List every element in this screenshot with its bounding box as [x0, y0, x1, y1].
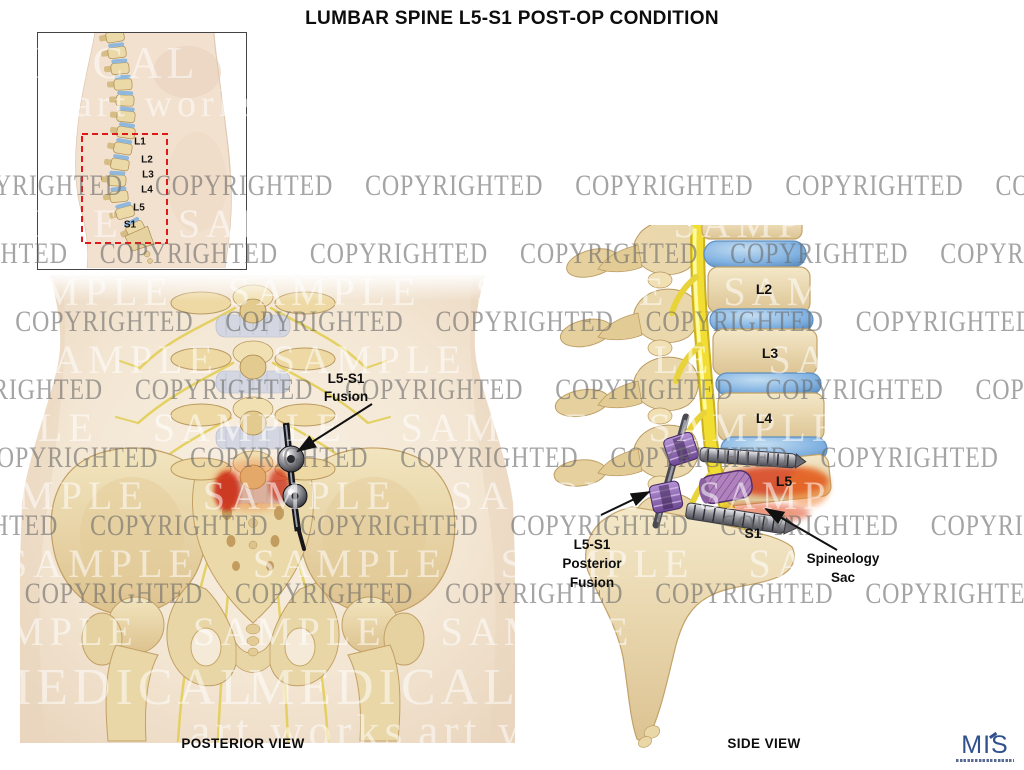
pelvis-ilium: [50, 447, 456, 615]
side-label-l2: L2: [755, 281, 773, 297]
page-title: LUMBAR SPINE L5-S1 POST-OP CONDITION: [305, 8, 719, 29]
watermark-studio-tile: MEDICAL: [248, 659, 520, 716]
watermark-sample-row: SAMPLESAMPLESAMPLESAMPLESAMPLESAMPLE: [25, 337, 1024, 382]
sacrum: [192, 472, 314, 624]
fusion-rod: [652, 413, 690, 529]
watermark-studio-tile: MEDICAL: [0, 37, 200, 88]
watermark-copyrighted-row: COPYRIGHTEDCOPYRIGHTEDCOPYRIGHTEDCOPYRIG…: [0, 373, 1024, 406]
pelvis-lower: [81, 582, 425, 742]
side-view-illustration: [553, 225, 832, 748]
watermark-copyrighted-row: COPYRIGHTEDCOPYRIGHTEDCOPYRIGHTEDCOPYRIG…: [0, 441, 999, 474]
transverse-processes: [553, 248, 618, 487]
annotation-line: Sac: [830, 570, 856, 585]
watermark-sample-row: SAMPLESAMPLESAMPLESAMPLESAMPLESAMPLE: [0, 609, 1024, 654]
posterior-view-caption: POSTERIOR VIEW: [181, 736, 305, 751]
inset-label-l3: L3: [142, 169, 154, 181]
annotation-line: Fusion: [323, 389, 369, 404]
annotation-line: L5-S1: [573, 537, 611, 552]
watermark-sample-row: SAMPLESAMPLESAMPLESAMPLESAMPLESAMPLE: [0, 405, 1024, 450]
watermark-copyrighted-row: COPYRIGHTEDCOPYRIGHTEDCOPYRIGHTEDCOPYRIG…: [0, 509, 1024, 542]
lumbar-column: [170, 284, 336, 504]
arrow-spineology-sac: [764, 507, 838, 551]
inset-torso: [75, 32, 232, 268]
posterior-view-illustration: [20, 273, 515, 743]
side-view-caption: SIDE VIEW: [727, 736, 801, 751]
watermark-studio-tile: art works: [75, 83, 263, 125]
inset-lateral-overview: [75, 32, 232, 268]
side-label-s1: S1: [744, 525, 762, 541]
watermark-studio-tile: MEDICAL: [0, 659, 257, 716]
annotation-line: L5-S1: [327, 371, 365, 386]
posterior-elements: [597, 225, 699, 548]
inset-label-l5: L5: [133, 202, 145, 214]
inset-frame: [37, 32, 247, 270]
inset-label-l2: L2: [141, 154, 153, 166]
annotation-posterior-fusion: L5-S1 Fusion: [324, 370, 368, 406]
watermark-sample-row: SAMPLESAMPLESAMPLESAMPLESAMPLESAMPLE: [0, 473, 1024, 518]
nerve-web: [80, 306, 426, 743]
annotation-line: Spineology: [806, 551, 880, 566]
vertebral-bodies: [701, 225, 832, 507]
side-label-l3: L3: [761, 345, 779, 361]
inset-label-s1: S1: [123, 219, 137, 231]
spinal-cord: [669, 225, 754, 551]
annotation-spineology-sac: Spineology Sac: [807, 549, 880, 587]
spineology-sac-implant: [698, 469, 753, 505]
inset-label-l1: L1: [134, 136, 146, 148]
annotation-side-fusion: L5-S1 Posterior Fusion: [562, 535, 621, 592]
inset-label-l4: L4: [141, 184, 153, 196]
studio-logo: MIS: [952, 731, 1018, 762]
arrow-posterior-fusion: [296, 403, 373, 453]
logo-text: MIS: [961, 731, 1009, 759]
logo-subtext-bar: [956, 759, 1014, 762]
watermark-sample-row: SAMPLESAMPLESAMPLESAMPLESAMPLESAMPLE: [0, 269, 1024, 314]
watermark-sample-row: SAMPLESAMPLESAMPLESAMPLESAMPLESAMPLE: [0, 201, 1024, 246]
watermark-copyrighted-row: COPYRIGHTEDCOPYRIGHTEDCOPYRIGHTEDCOPYRIG…: [0, 237, 1024, 270]
side-label-l5: L5: [775, 473, 793, 489]
annotation-line: Fusion: [569, 575, 615, 590]
fusion-hardware-posterior: [277, 422, 308, 551]
logo-accent: [989, 731, 997, 739]
watermark-studio-tile: art works: [418, 705, 636, 756]
annotation-line: Posterior: [562, 556, 622, 571]
arrow-side-fusion: [600, 491, 651, 516]
side-label-l4: L4: [755, 410, 773, 426]
torso-flesh: [20, 275, 515, 743]
inflammation-posterior: [213, 459, 293, 511]
